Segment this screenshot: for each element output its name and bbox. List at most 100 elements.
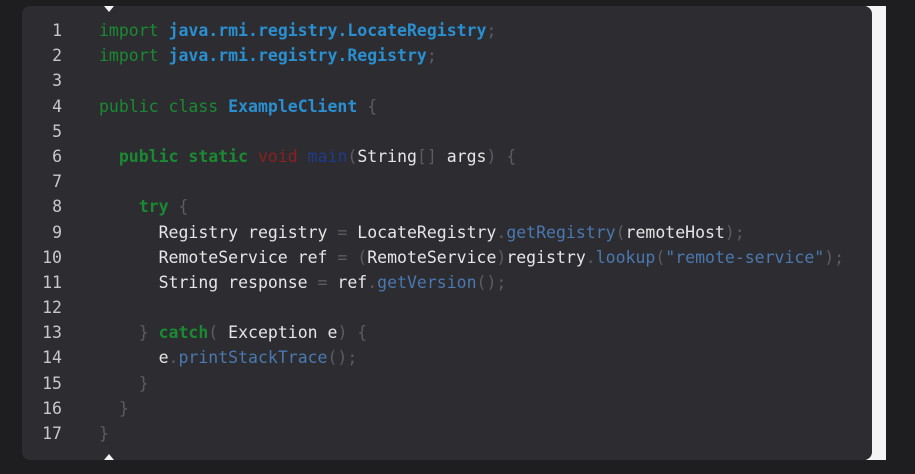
code-text: import java.rmi.registry.Registry; [99,43,437,68]
code-text: RemoteService ref = (RemoteService)regis… [99,245,845,270]
code-token: ( [615,222,626,242]
code-token: ); [824,247,845,267]
gutter-marker-bottom [104,454,114,460]
code-token: } [99,323,159,343]
code-token: ( [655,247,666,267]
code-token: import [99,21,169,40]
code-token: lookup [595,247,656,267]
code-token: ; [426,46,437,66]
line-number: 11 [42,272,62,292]
code-token: RemoteService ref [99,247,338,267]
code-token: ref [337,272,368,292]
code-token: [] [416,146,447,166]
code-text: } [99,371,149,396]
line-number: 5 [52,121,62,141]
code-token [99,147,119,166]
code-token: } [99,373,149,393]
code-token: getVersion [377,272,477,292]
code-line[interactable]: 12 [22,295,872,320]
code-line[interactable]: 7 [22,169,872,194]
code-token: } [99,424,109,443]
line-number: 10 [42,247,62,267]
code-token: } [99,398,129,418]
line-number: 17 [42,424,62,443]
code-token: printStackTrace [178,348,328,368]
code-token: class [168,96,229,116]
code-line[interactable]: 13 } catch( Exception e) { [22,320,872,345]
code-line[interactable]: 8 try { [22,194,872,219]
code-token: main [307,146,348,166]
code-token: java.rmi.registry.Registry [168,46,427,66]
code-line[interactable]: 9 Registry registry = LocateRegistry.get… [22,220,872,245]
code-token: public [99,96,169,116]
code-line[interactable]: 16 } [22,396,872,421]
code-line[interactable]: 6 public static void main(String[] args)… [22,144,872,169]
code-token: (); [476,272,507,292]
code-token: = [337,222,358,242]
code-token: = [317,272,338,292]
line-number: 8 [52,197,62,217]
code-token: { [168,197,189,217]
code-token: e [99,348,169,368]
line-number: 13 [42,323,62,343]
code-token: ); [724,222,745,242]
code-line[interactable]: 17} [22,421,872,446]
code-token: String response [99,272,318,292]
code-text: Registry registry = LocateRegistry.getRe… [99,220,745,245]
code-token: static [188,146,258,166]
code-token: java.rmi.registry.LocateRegistry [168,21,487,40]
code-line[interactable]: 4 public class ExampleClient { [22,94,872,119]
code-token [99,197,139,216]
line-number: 6 [52,146,62,166]
code-text: } [99,421,109,446]
line-number: 4 [52,96,62,116]
code-token: . [168,348,179,368]
code-token: LocateRegistry [357,222,497,242]
code-line[interactable]: 10 RemoteService ref = (RemoteService)re… [22,245,872,270]
code-token: Registry registry [99,222,338,242]
code-token: . [367,272,378,292]
code-line[interactable]: 14 e.printStackTrace(); [22,345,872,370]
code-text: e.printStackTrace(); [99,345,358,370]
gutter-marker-top [104,6,114,12]
code-text: } [99,396,129,421]
code-token: ( [347,146,358,166]
code-text: public static void main(String[] args) { [99,144,516,169]
code-line[interactable]: 11 String response = ref.getVersion(); [22,270,872,295]
line-number: 12 [42,298,62,318]
code-line[interactable]: 5 [22,119,872,144]
code-text: import java.rmi.registry.LocateRegistry; [99,18,496,43]
code-token: "remote-service" [665,247,825,267]
code-token: registry [506,247,586,267]
code-line[interactable]: 15 } [22,371,872,396]
code-line[interactable]: 3 [22,68,872,93]
code-text: String response = ref.getVersion(); [99,270,507,295]
line-number: 15 [42,373,62,393]
code-text: public class ExampleClient { [99,94,377,119]
code-token: getRegistry [506,222,616,242]
code-token: ) [496,247,507,267]
code-token: . [585,247,596,267]
code-token: import [99,46,169,66]
code-token: RemoteService [367,247,497,267]
code-token: Exception e [228,323,338,343]
code-token: catch [158,323,209,343]
code-token: args [446,146,487,166]
code-text: try { [99,194,189,219]
code-token: (); [327,348,358,368]
line-number: 7 [52,172,62,192]
code-token: public [118,146,189,166]
code-token: . [496,222,507,242]
line-number: 9 [52,222,62,242]
code-token: ; [486,21,497,40]
line-number: 3 [52,71,62,91]
code-token: = ( [337,247,368,267]
code-text: } catch( Exception e) { [99,320,368,345]
code-token: ( [208,323,229,343]
line-number: 16 [42,398,62,418]
